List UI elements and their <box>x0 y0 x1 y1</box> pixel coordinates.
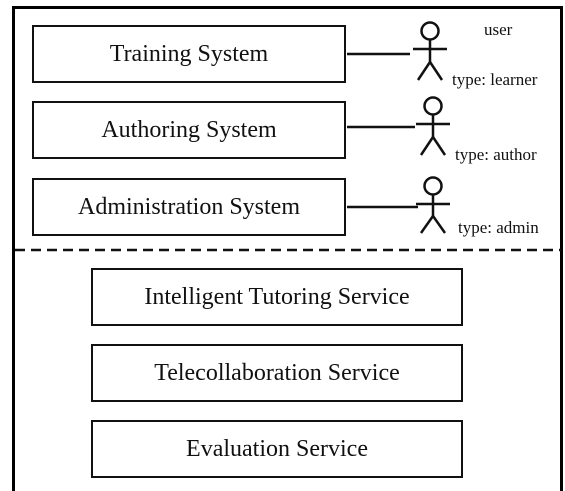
training-system-label: Training System <box>109 40 269 67</box>
intelligent-tutoring-service-label: Intelligent Tutoring Service <box>144 283 410 310</box>
intelligent-tutoring-service-box: Intelligent Tutoring Service <box>91 268 463 326</box>
learner-type-label: type: learner <box>452 70 538 89</box>
author-type-label: type: author <box>455 145 537 164</box>
administration-system-label: Administration System <box>78 193 300 220</box>
training-system-box: Training System <box>32 25 346 83</box>
author-actor-icon <box>416 96 450 156</box>
administration-system-box: Administration System <box>32 178 346 236</box>
admin-type-label: type: admin <box>458 218 539 237</box>
authoring-system-box: Authoring System <box>32 101 346 159</box>
evaluation-service-box: Evaluation Service <box>91 420 463 478</box>
telecollaboration-service-box: Telecollaboration Service <box>91 344 463 402</box>
admin-actor-icon <box>416 176 450 234</box>
learner-actor-icon <box>413 21 447 81</box>
authoring-system-label: Authoring System <box>101 116 277 143</box>
telecollaboration-service-label: Telecollaboration Service <box>154 359 400 386</box>
user-label: user <box>484 20 513 39</box>
evaluation-service-label: Evaluation Service <box>186 435 368 462</box>
diagram-frame <box>12 6 563 491</box>
